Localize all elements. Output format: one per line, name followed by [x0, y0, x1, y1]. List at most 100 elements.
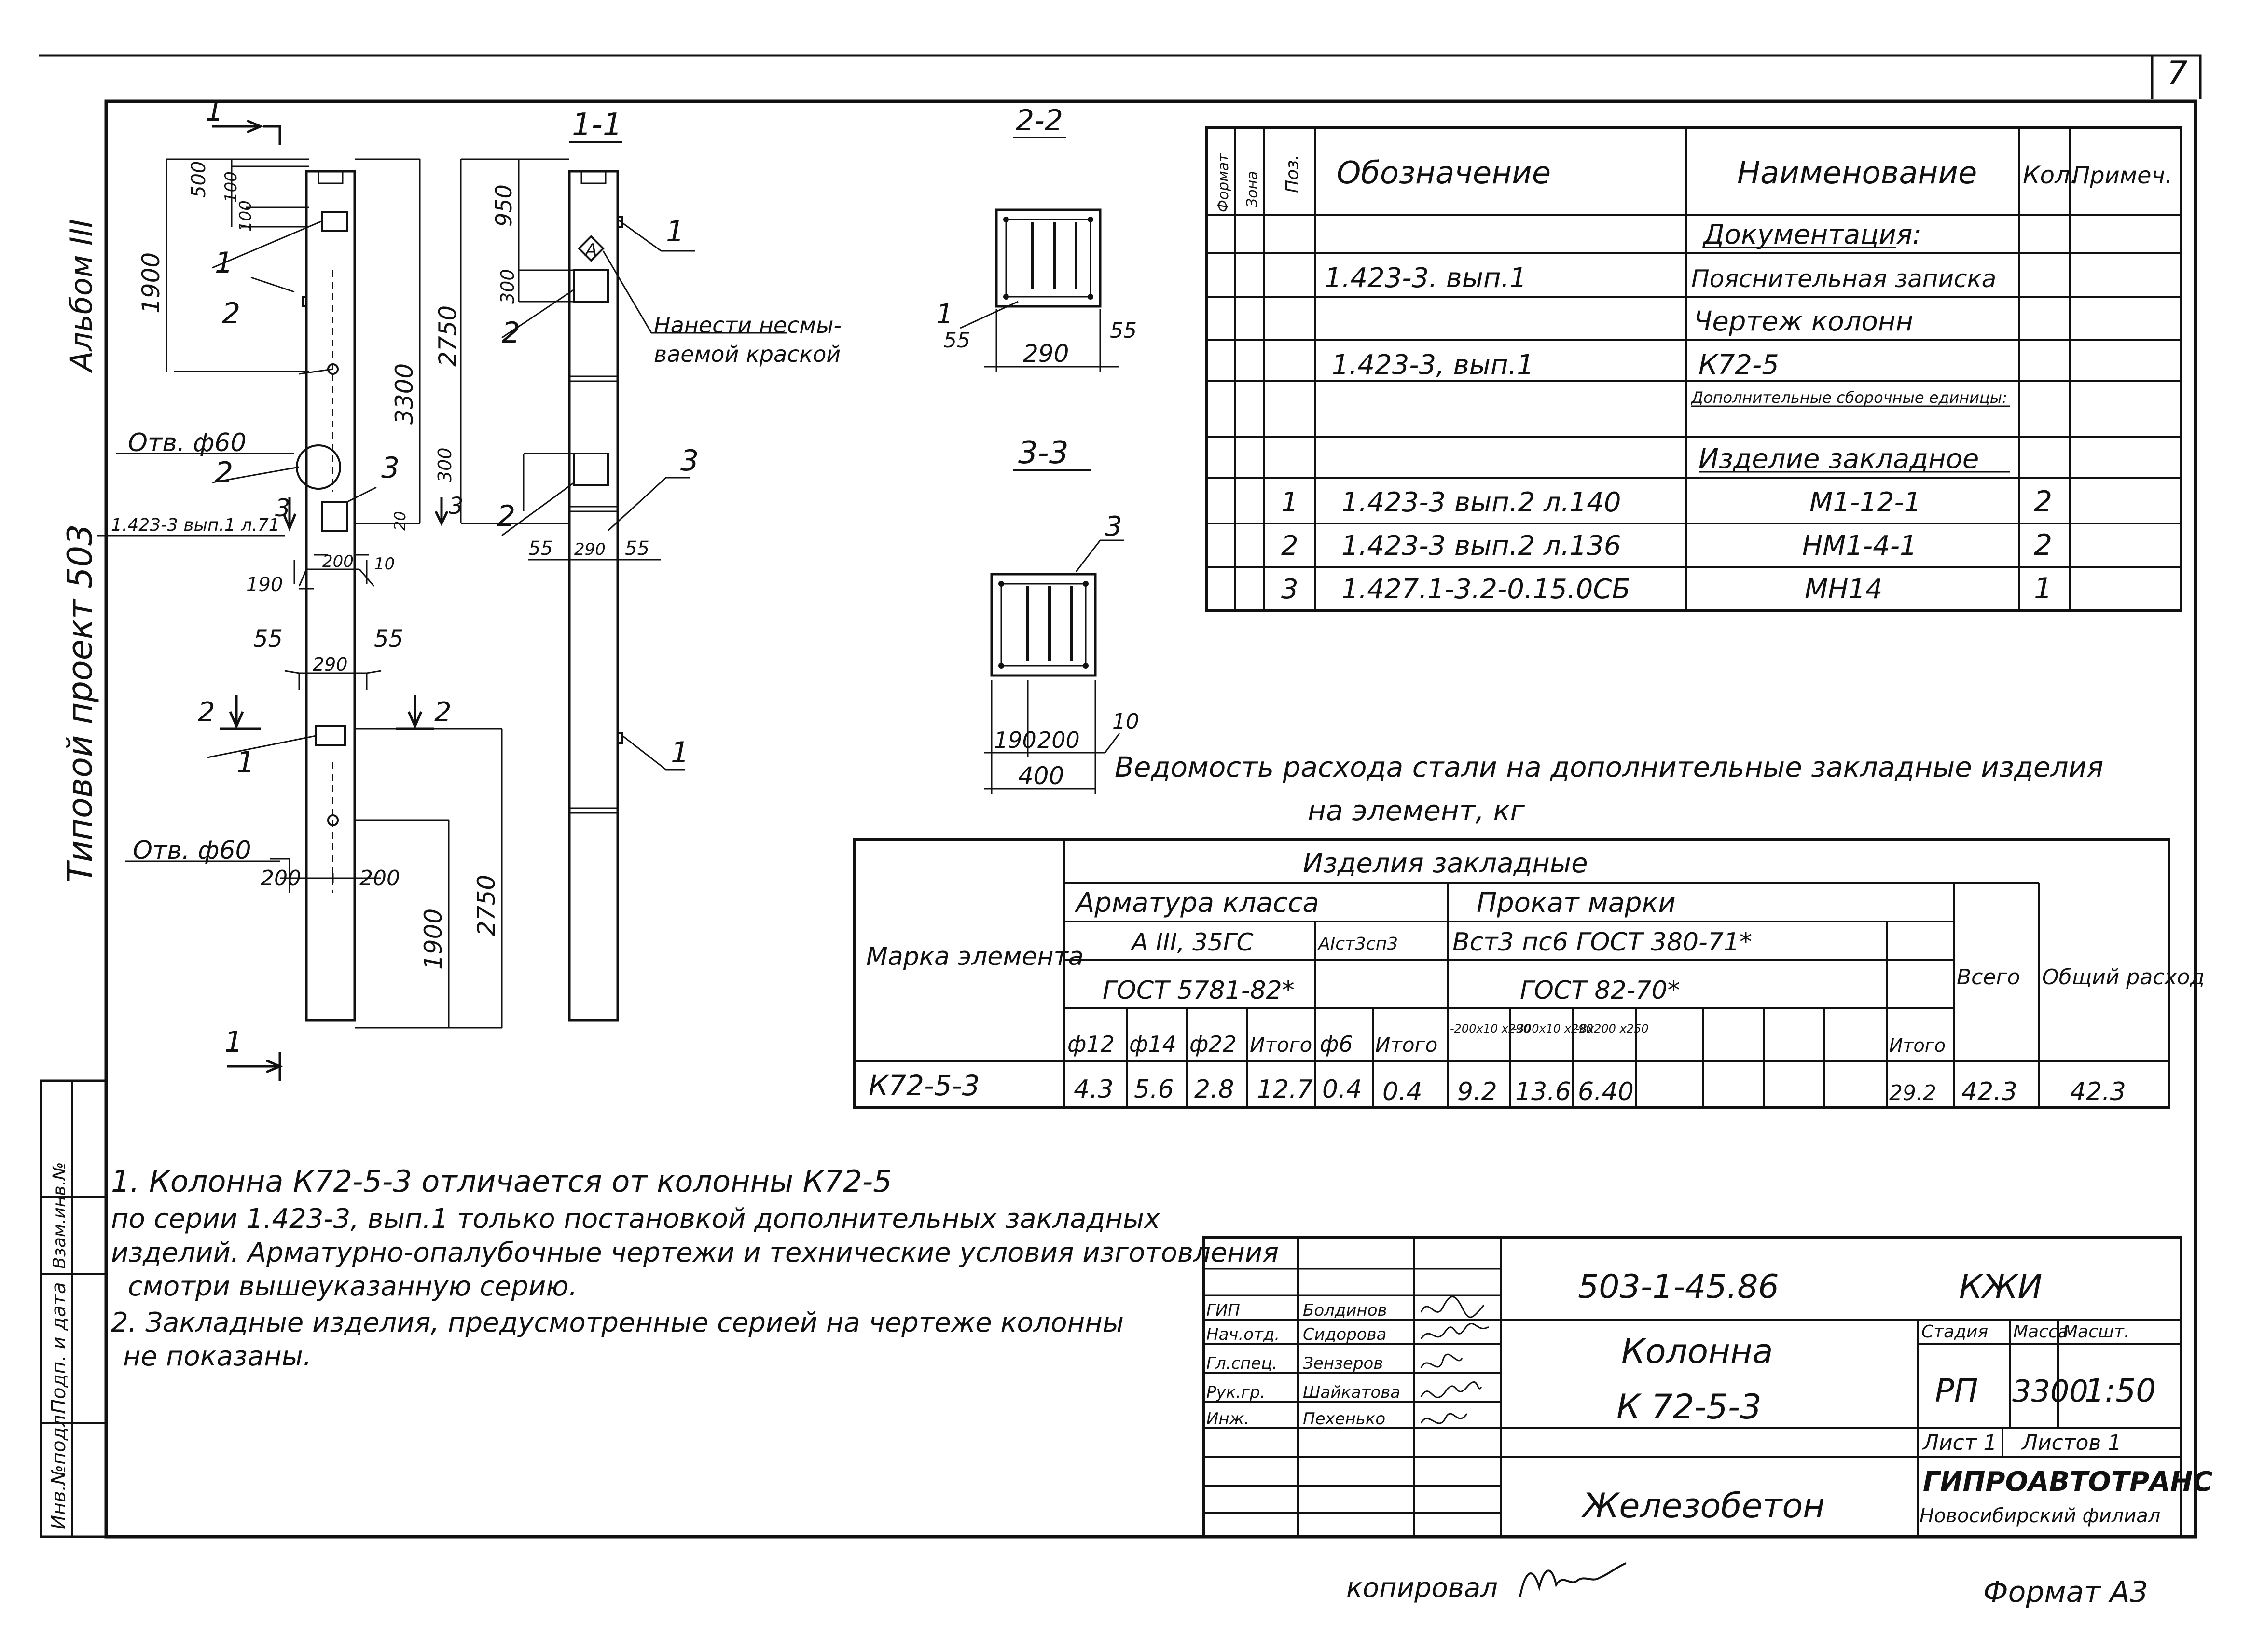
hole-label-lower: Отв. ф60: [133, 836, 251, 865]
tb-scale: 1:50: [2085, 1372, 2156, 1409]
dim-55-left: 55: [253, 625, 283, 652]
pos-1-side-top: 1: [666, 215, 684, 248]
margin-labels: Альбом III Типовой проект 503: [60, 219, 100, 883]
dim-55-right: 55: [374, 625, 403, 652]
tb-org: ГИПРОАВТОТРАНС: [1923, 1466, 2212, 1498]
steel-h-vst: Вст3 пс6 ГОСТ 380-71*: [1452, 928, 1752, 957]
spec-row-8-name: МН14: [1805, 574, 1883, 605]
steel-val-7: 13.6: [1515, 1077, 1571, 1106]
hole-label-upper: Отв. ф60: [128, 428, 247, 457]
tb-doc-code: 503-1-45.86: [1578, 1268, 1779, 1306]
spec-table: Формат Зона Поз. Обозначение Наименовани…: [1205, 126, 2182, 612]
note-line-5: 2. Закладные изделия, предусмотренные се…: [111, 1307, 1124, 1338]
cut-2-left-label: 2: [198, 697, 215, 728]
spec-row-7-name: НМ1-4-1: [1802, 530, 1917, 562]
tb-mass: 3300: [2012, 1374, 2088, 1409]
dim-400-s33: 400: [1018, 762, 1064, 790]
tb-role-3: Рук.гр.: [1206, 1383, 1265, 1402]
embedded-plate-3: [321, 501, 348, 532]
spec-col-name: Наименование: [1737, 155, 1977, 191]
dim-10-s33: 10: [1112, 709, 1139, 734]
front-view: 500 100 100 1900 3300 200 10 190 55 290 …: [97, 94, 503, 1081]
cut-2-right-label: 2: [434, 697, 452, 728]
dim-200-right: 200: [359, 866, 400, 891]
steel-val-8: 6.40: [1578, 1077, 1634, 1106]
spec-row-8-pos: 3: [1281, 574, 1298, 605]
steel-h-overall: Общий расход: [2042, 965, 2205, 990]
tb-mark-code: КЖИ: [1959, 1268, 2042, 1306]
pos-1-section-2-2: 1: [936, 299, 953, 330]
pos-1-front-top: 1: [215, 246, 233, 280]
stamp-signature-date: Подп. и дата: [48, 1282, 70, 1414]
tb-sheets: Листов 1: [2021, 1431, 2121, 1455]
dim-10-plate: 10: [374, 554, 395, 574]
marker-a-diamond: [578, 235, 605, 262]
side-view-1-1: 1-1 А 950 300 2750 300 20 55 290 55 3 1 …: [391, 107, 842, 1022]
detail-callout-circle: [296, 444, 341, 490]
steel-h-total: Всего: [1957, 965, 2020, 990]
tb-signatures: ГИП Болдинов Нач.отд. Сидорова Гл.спец. …: [1206, 1301, 1400, 1429]
steel-val-4: 0.4: [1322, 1075, 1362, 1104]
note-line-1: 1. Колонна К72-5-3 отличается от колонны…: [111, 1164, 892, 1199]
dimension-labels-front: 500 100 100 1900 3300 200 10 190 55 290 …: [137, 161, 500, 970]
pos-2-front-top: 2: [222, 297, 240, 330]
dim-55-side-left: 55: [528, 537, 553, 560]
steel-sub-6: -200х10 х290: [1450, 1022, 1531, 1035]
steel-h-gost-b: ГОСТ 82-70*: [1520, 976, 1680, 1005]
steel-h-mark: Марка элемента: [866, 942, 1084, 971]
tb-title2: К 72-5-3: [1616, 1387, 1762, 1427]
steel-sub-1: ф14: [1129, 1031, 1176, 1057]
spec-row-4-name: Дополнительные сборочные единицы:: [1690, 388, 2007, 407]
tb-name-4: Пехенько: [1303, 1409, 1385, 1429]
spec-row-6-pos: 1: [1281, 487, 1298, 518]
pos-2-side-top: 2: [502, 316, 520, 350]
dim-20: 20: [391, 511, 409, 531]
section-3-3: 3-3 3 190 200 10 400: [984, 435, 1139, 794]
format-label: Формат А3: [1983, 1575, 2148, 1609]
tb-role-4: Инж.: [1206, 1409, 1249, 1429]
dim-290: 290: [313, 654, 348, 675]
spec-row-5-name: Изделие закладное: [1699, 443, 1979, 475]
steel-table-row: К72-5-3 4.3 5.6 2.8 12.7 0.4 0.4 9.2 13.…: [869, 1069, 2126, 1106]
side-plate-upper: [573, 269, 609, 303]
steel-sub-7: -300х10 х290: [1513, 1022, 1593, 1035]
steel-val-2: 2.8: [1194, 1075, 1234, 1104]
pos-3-front: 3: [381, 451, 400, 485]
copier-signature: [1519, 1562, 1627, 1597]
tb-name-3: Шайкатова: [1303, 1383, 1400, 1402]
spec-row-2-name: Чертеж колонн: [1694, 306, 1913, 337]
dim-200-left: 200: [261, 866, 301, 891]
pos-1-side-bottom: 1: [671, 736, 689, 770]
album-label: Альбом III: [64, 219, 99, 373]
steel-sub-4: ф6: [1320, 1031, 1353, 1057]
spec-row-6-name: М1-12-1: [1809, 487, 1921, 518]
tb-name-2: Зензеров: [1303, 1354, 1383, 1373]
spec-col-note: Примеч.: [2072, 162, 2172, 189]
spec-row-3-designation: 1.423-3, вып.1: [1332, 349, 1534, 381]
steel-val-5: 0.4: [1382, 1077, 1422, 1106]
dim-1900-top: 1900: [137, 252, 165, 314]
spec-col-zone: Зона: [1244, 171, 1261, 207]
steel-val-0: 4.3: [1074, 1075, 1114, 1104]
dim-55-side-right: 55: [625, 537, 649, 560]
tb-title1: Колонна: [1621, 1332, 1773, 1371]
tb-mass-header: Масса: [2013, 1322, 2069, 1342]
steel-val-13: 29.2: [1889, 1081, 1936, 1105]
pos-3-side: 3: [680, 444, 699, 478]
copied-by-label: копировал: [1346, 1572, 1498, 1604]
tb-scale-header: Масшт.: [2063, 1322, 2129, 1342]
steel-sub-2: ф22: [1189, 1031, 1237, 1057]
column-front-outline: [305, 170, 356, 1022]
dim-55-s22-right: 55: [1110, 318, 1137, 343]
section-2-2-outline: [995, 208, 1102, 308]
stamp-replace-inv: Взам.инв.№: [50, 1162, 69, 1269]
steel-row-mark: К72-5-3: [869, 1069, 980, 1102]
steel-val-6: 9.2: [1457, 1077, 1497, 1106]
marker-a-label: А: [584, 240, 597, 260]
dim-2750-bottom: 2750: [472, 875, 500, 936]
dim-190-s33: 190: [994, 727, 1036, 753]
steel-val-1: 5.6: [1134, 1075, 1174, 1104]
note-line-4: смотри вышеуказанную серию.: [128, 1271, 577, 1302]
spec-row-8-designation: 1.427.1-3.2-0.15.0СБ: [1341, 574, 1630, 605]
steel-val-3: 12.7: [1257, 1075, 1313, 1104]
